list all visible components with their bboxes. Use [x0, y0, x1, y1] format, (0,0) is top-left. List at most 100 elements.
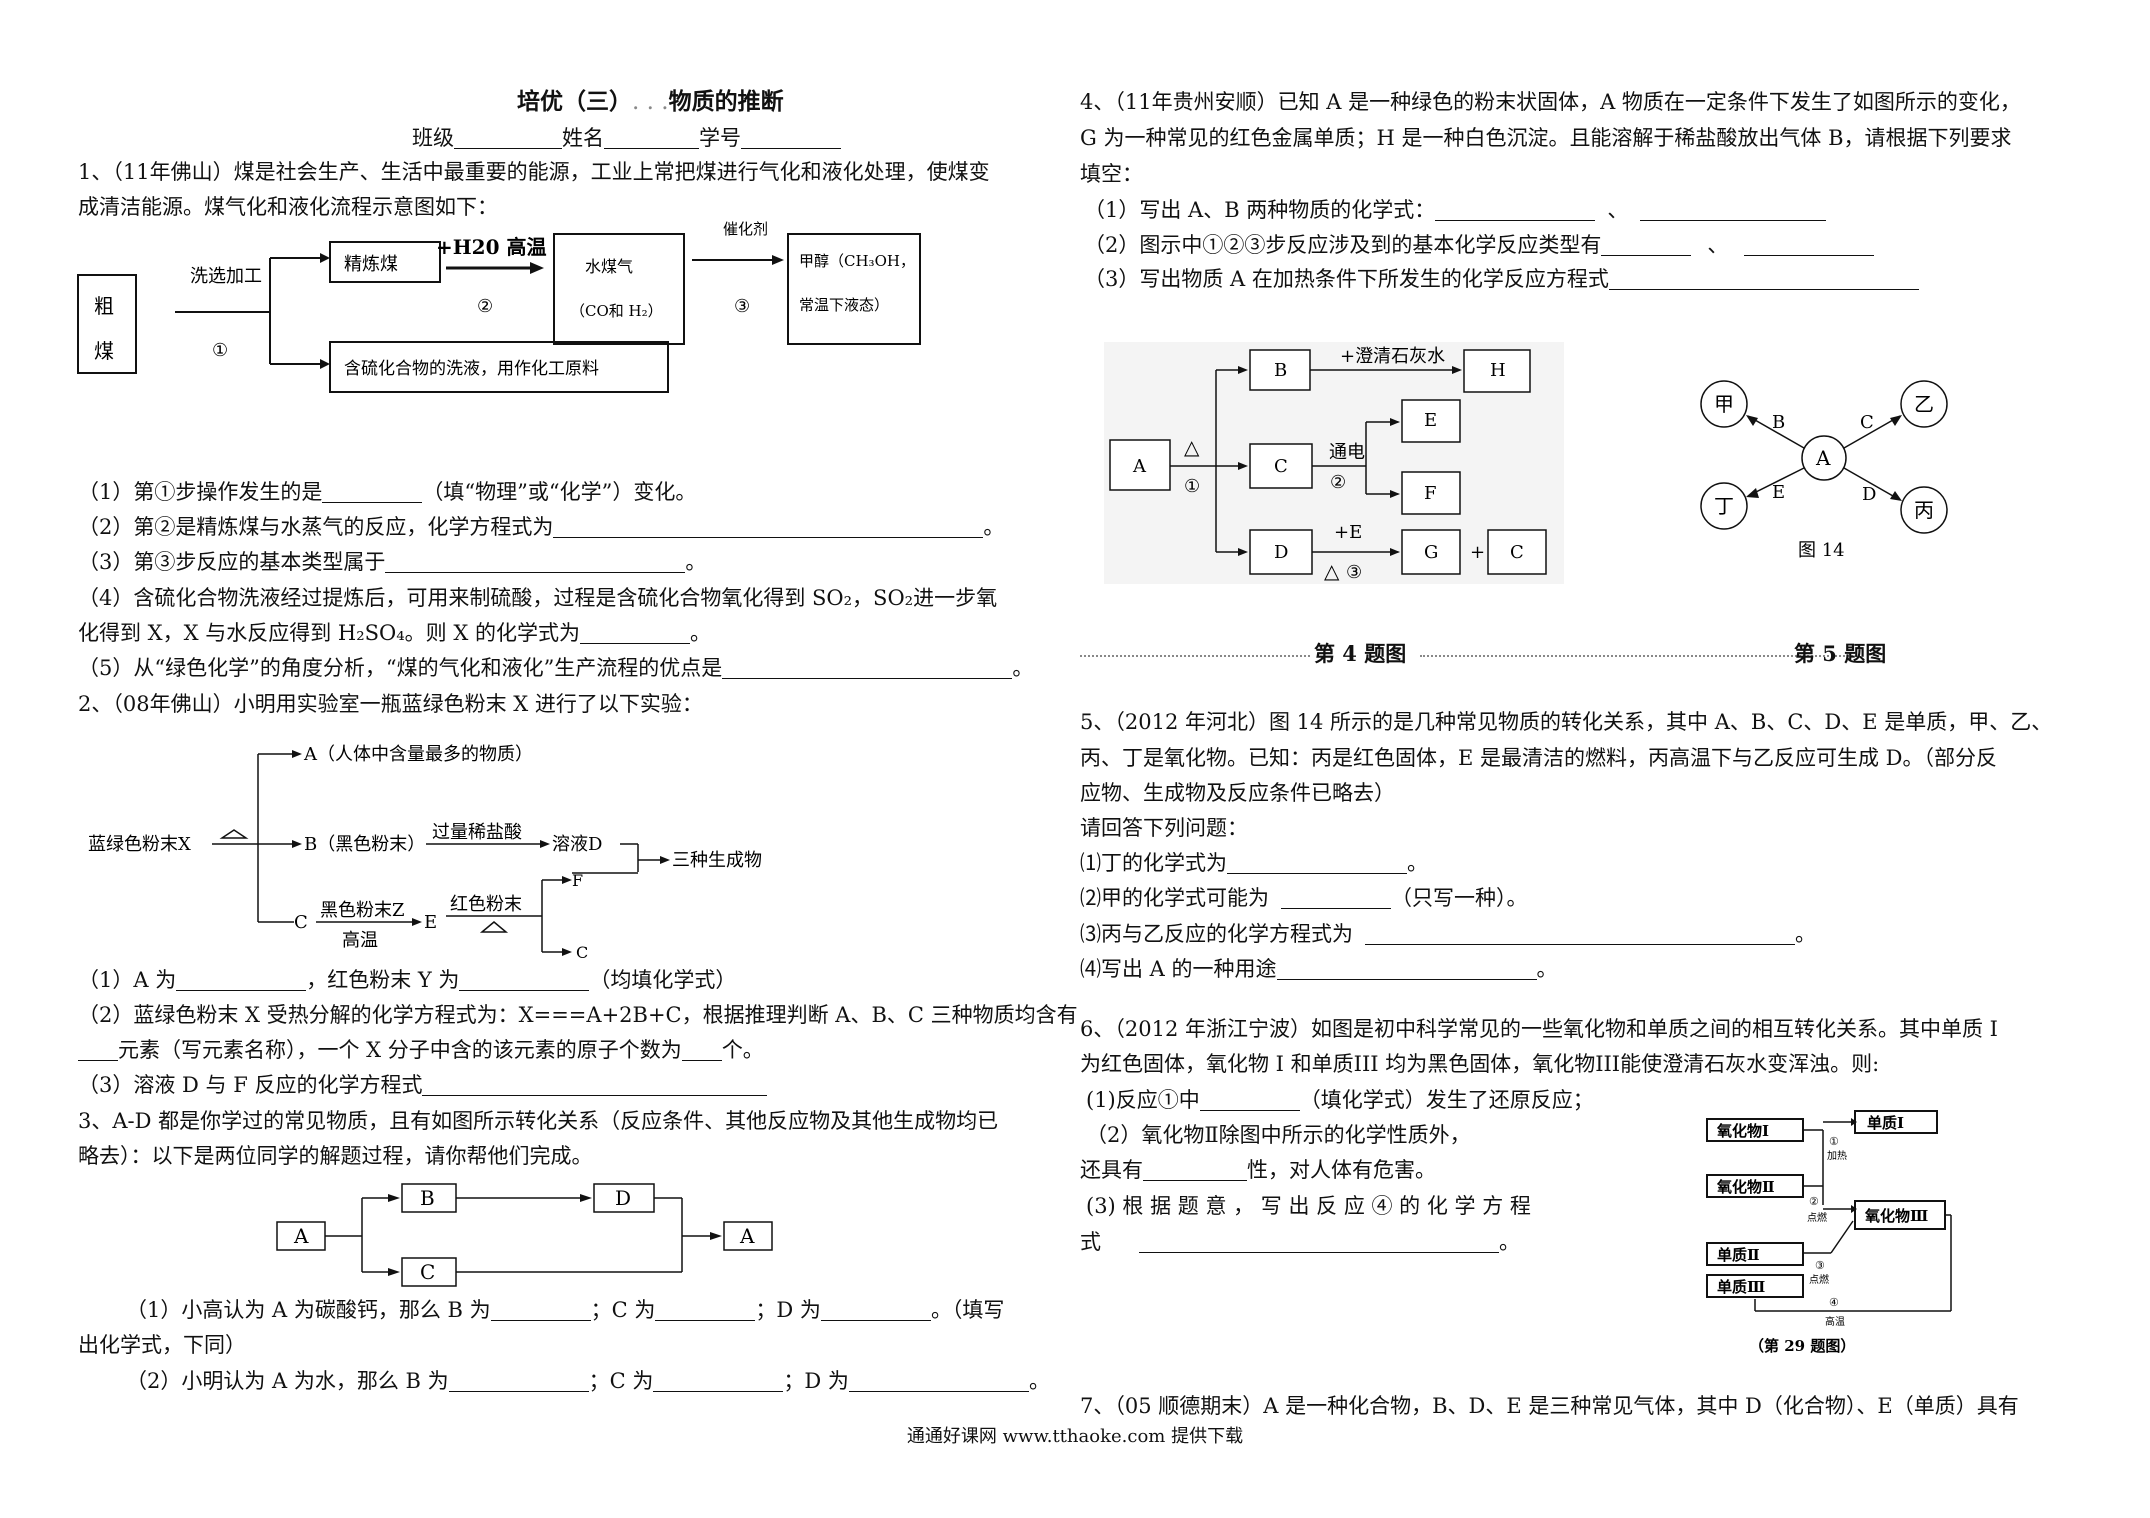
- q3-part1-line2: 出化学式，下同）: [78, 1333, 246, 1357]
- q5-blank3[interactable]: [1365, 922, 1795, 945]
- q4-blank3[interactable]: [1601, 233, 1692, 256]
- q5-blank2[interactable]: [1281, 886, 1391, 909]
- q3-part2: （2）小明认为 A 为水，那么 B 为；C 为；D 为。: [126, 1369, 1050, 1393]
- arrow-head: [1851, 1118, 1857, 1126]
- q5-figure-caption: 图 14: [1798, 540, 1845, 561]
- q2-blank5[interactable]: [422, 1073, 768, 1096]
- q4-a-box: [1109, 439, 1171, 491]
- q6-blank3[interactable]: [1139, 1230, 1499, 1253]
- q5-blank4[interactable]: [1276, 957, 1537, 980]
- arrow-head: [540, 840, 550, 848]
- q6-step1: ①: [1829, 1135, 1839, 1148]
- solution-d-label: 溶液D: [552, 834, 602, 855]
- q4-blank4[interactable]: [1744, 233, 1875, 256]
- q6-el1-label: 单质Ⅰ: [1867, 1114, 1904, 1132]
- q4-b-label: B: [1274, 360, 1287, 381]
- q6-blank2[interactable]: [1143, 1158, 1247, 1181]
- q4-g-box: [1401, 529, 1461, 575]
- q3-blank5[interactable]: [653, 1369, 784, 1392]
- q1-coal-flow-diagram: 粗 煤 洗选加工 ① 精炼煤 +H20 高温 ② 水煤气 （CO和 H₂） 催化…: [77, 220, 921, 393]
- q3-stem-line2: 略去）：以下是两位同学的解题过程，请你帮他们完成。: [78, 1144, 593, 1168]
- q4-d-box: [1249, 529, 1313, 575]
- q6-oxide-diagram: 氧化物Ⅰ 单质Ⅰ 氧化物Ⅱ 氧化物Ⅲ 单质Ⅱ 单质Ⅲ ① 加热 ② 点燃 ③ 点…: [1706, 1110, 1952, 1355]
- methanol-label: 甲醇（CH₃OH，: [799, 252, 915, 270]
- step2-condition: +H20 高温: [436, 235, 546, 259]
- q1-blank2[interactable]: [553, 515, 984, 538]
- q3-blank6[interactable]: [848, 1369, 1029, 1392]
- q5-stem-line1: 5、（2012 年河北）图 14 所示的是几种常见物质的转化关系，其中 A、B、…: [1080, 710, 2053, 734]
- q5-stem-line2: 丙、丁是氧化物。已知：丙是红色固体，E 是最清洁的燃料，丙高温下与乙反应可生成 …: [1080, 746, 1998, 770]
- q3-blank3[interactable]: [820, 1298, 931, 1321]
- q4-stem-line1: 4、（11年贵州安顺）已知 A 是一种绿色的粉末状固体，A 物质在一定条件下发生…: [1080, 90, 2021, 114]
- arrow-head: [1238, 366, 1248, 374]
- q2-blank2[interactable]: [459, 968, 590, 991]
- a-label: A（人体中含量最多的物质）: [303, 744, 533, 765]
- arrow-head: [1746, 415, 1758, 426]
- q5-edge-b: [1747, 415, 1805, 449]
- q6-ignite-label-2: 点燃: [1809, 1273, 1829, 1286]
- q3-transform-diagram: A B D C A: [276, 1183, 773, 1287]
- q2-experiment-diagram: 蓝绿色粉末X A（人体中含量最多的物质） B（黑色粉末） 过量稀盐酸 溶液D 三…: [88, 744, 762, 962]
- q1-blank3[interactable]: [385, 550, 686, 573]
- q4-d-label: D: [1274, 542, 1288, 563]
- q6-heat-label: 加热: [1827, 1149, 1847, 1162]
- q3-a2-box: [723, 1221, 773, 1251]
- step1-label: ①: [212, 340, 228, 361]
- q3-blank1[interactable]: [490, 1298, 591, 1321]
- q4-part3: （3）写出物质 A 在加热条件下所发生的化学反应方程式: [1084, 265, 1919, 293]
- hcl-label: 过量稀盐酸: [432, 822, 522, 843]
- arrow-head: [1390, 490, 1400, 498]
- class-blank[interactable]: [454, 126, 562, 149]
- q3-blank4[interactable]: [448, 1369, 589, 1392]
- arrow-head: [388, 1268, 400, 1276]
- q1-part4-line1: （4）含硫化合物洗液经过提炼后，可用来制硫酸，过程是含硫化合物氧化得到 SO₂，…: [78, 586, 998, 610]
- q3-blank2[interactable]: [655, 1298, 756, 1321]
- q4-h-label: H: [1490, 360, 1506, 381]
- q2-blank1[interactable]: [176, 968, 307, 991]
- b-label: B（黑色粉末）: [304, 834, 425, 855]
- q1-stem-line1: 1、（11年佛山）煤是社会生产、生活中最重要的能源，工业上常把煤进行气化和液化处…: [78, 160, 990, 184]
- id-blank[interactable]: [741, 126, 841, 149]
- q5-stem-line3: 应物、生成物及反应条件已略去）: [1080, 781, 1395, 805]
- q4-g-label: G: [1424, 542, 1438, 563]
- q6-el2-box: [1706, 1242, 1804, 1266]
- q5-figure14-diagram: 甲 乙 A 丁 丙 B C E D 图 14: [1700, 380, 1948, 561]
- e-label: E: [424, 912, 437, 933]
- q5-jia-label: 甲: [1714, 392, 1734, 416]
- page-title: 培优（三）. . .物质的推断: [517, 88, 784, 115]
- q2-blank3[interactable]: [78, 1038, 118, 1061]
- q4-blank2[interactable]: [1640, 198, 1827, 221]
- heat-triangle: [219, 829, 249, 839]
- q3-c-label: C: [420, 1260, 435, 1284]
- methanol-state: 常温下液态）: [799, 296, 889, 314]
- q2-blank4[interactable]: [681, 1038, 722, 1061]
- arrow-head: [1890, 491, 1902, 501]
- wash-label: 洗选加工: [190, 266, 262, 287]
- q4-blank5[interactable]: [1608, 267, 1919, 290]
- q6-ignite-label: 点燃: [1807, 1211, 1827, 1224]
- q4-electrolysis-label: 通电: [1329, 442, 1365, 463]
- q4-f-label: F: [1424, 483, 1437, 504]
- q4-blank1[interactable]: [1435, 198, 1596, 221]
- q1-blank4[interactable]: [579, 621, 690, 644]
- methanol-box: [787, 233, 921, 345]
- q1-part5: （5）从“绿色化学”的角度分析，“煤的气化和液化”生产流程的优点是。: [78, 656, 1034, 680]
- student-info-line: 班级姓名学号: [412, 124, 841, 152]
- q6-ox1-label: 氧化物Ⅰ: [1716, 1122, 1769, 1140]
- raw-coal-label-1: 粗: [94, 294, 114, 318]
- refined-coal-label: 精炼煤: [344, 254, 398, 275]
- arrow-head: [1851, 1205, 1857, 1213]
- q6-el2-label: 单质Ⅱ: [1717, 1246, 1760, 1264]
- q2-part2-line1: （2）蓝绿色粉末 X 受热分解的化学方程式为：X===A+2B+C，根据推理判断…: [78, 1003, 1078, 1027]
- divider-dots: [1420, 655, 1860, 657]
- q5-part4: ⑷写出 A 的一种用途。: [1080, 957, 1558, 981]
- q5-blank1[interactable]: [1227, 851, 1407, 874]
- q5-part1: ⑴丁的化学式为。: [1080, 851, 1428, 875]
- q1-part1: （1）第①步操作发生的是（填“物理”或“化学”）变化。: [78, 480, 697, 504]
- q1-blank5[interactable]: [722, 656, 1013, 679]
- q5-bing-node: [1900, 486, 1948, 534]
- q7-stem-line1: 7、（05 顺德期末）A 是一种化合物，B、D、E 是三种常见气体，其中 D（化…: [1080, 1394, 2019, 1418]
- name-blank[interactable]: [604, 126, 699, 149]
- q6-blank1[interactable]: [1199, 1088, 1300, 1111]
- q1-blank1[interactable]: [322, 480, 423, 503]
